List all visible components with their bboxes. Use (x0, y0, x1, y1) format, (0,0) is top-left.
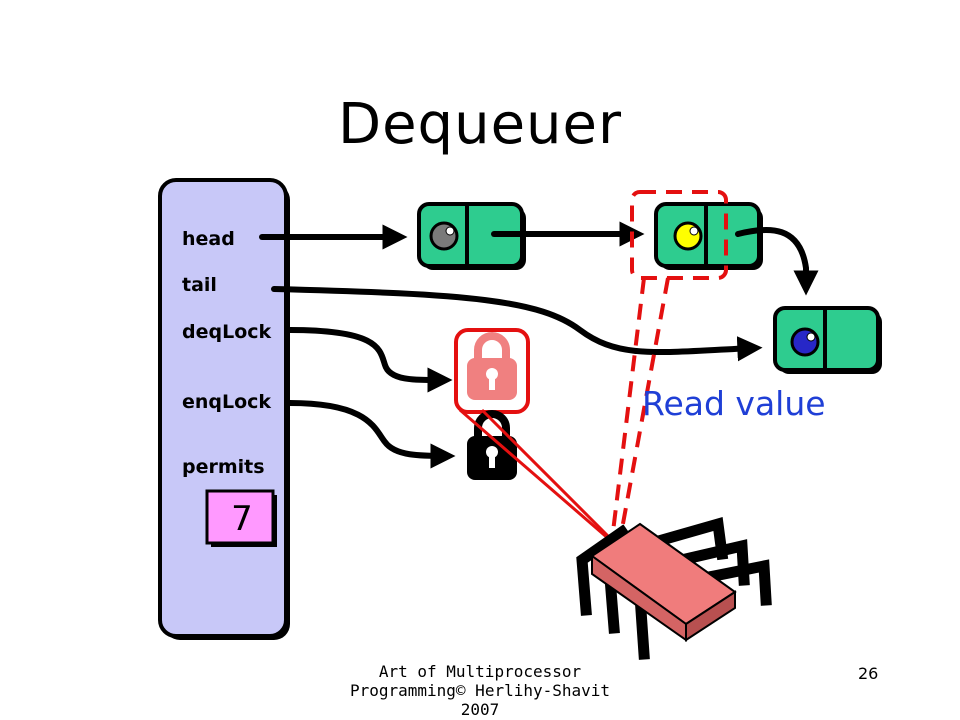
page-number: 26 (858, 664, 879, 683)
deqlock-pointer-arrow (287, 327, 453, 393)
footer-line-2: Programming© Herlihy-Shavit (349, 681, 611, 700)
read-value-line (610, 277, 646, 541)
footer-line-1: Art of Multiprocessor (378, 662, 582, 681)
next-pointer-arrow-2 (735, 226, 819, 296)
list-node-tail (773, 306, 882, 374)
node-value-old (429, 221, 459, 251)
list-node-current (654, 202, 763, 270)
permits-box (205, 489, 275, 545)
field-permits-label: permits (182, 456, 265, 478)
enqlock-pointer-arrow (287, 400, 456, 469)
read-value-highlight (630, 190, 728, 280)
list-node-old (417, 202, 526, 270)
lock-ownership-line (459, 408, 611, 542)
read-value-annotation: Read value (642, 384, 826, 423)
footer-credit: Art of Multiprocessor Programming© Herli… (340, 662, 620, 720)
permits-value: 7 (231, 499, 253, 539)
node-value-current (673, 221, 703, 251)
slide-title: Dequeuer (337, 92, 623, 157)
tail-pointer-arrow (271, 286, 763, 362)
lock-ownership-line (480, 408, 614, 542)
field-head-label: head (182, 228, 235, 250)
footer-line-3: 2007 (460, 700, 500, 719)
field-tail-label: tail (182, 274, 217, 296)
field-deqlock-label: deqLock (182, 321, 272, 343)
thread-chip-icon (576, 516, 772, 660)
node-value-next (790, 327, 820, 357)
field-enqlock-label: enqLock (182, 391, 272, 413)
read-value-line (618, 277, 670, 541)
lock-icon (467, 332, 517, 400)
